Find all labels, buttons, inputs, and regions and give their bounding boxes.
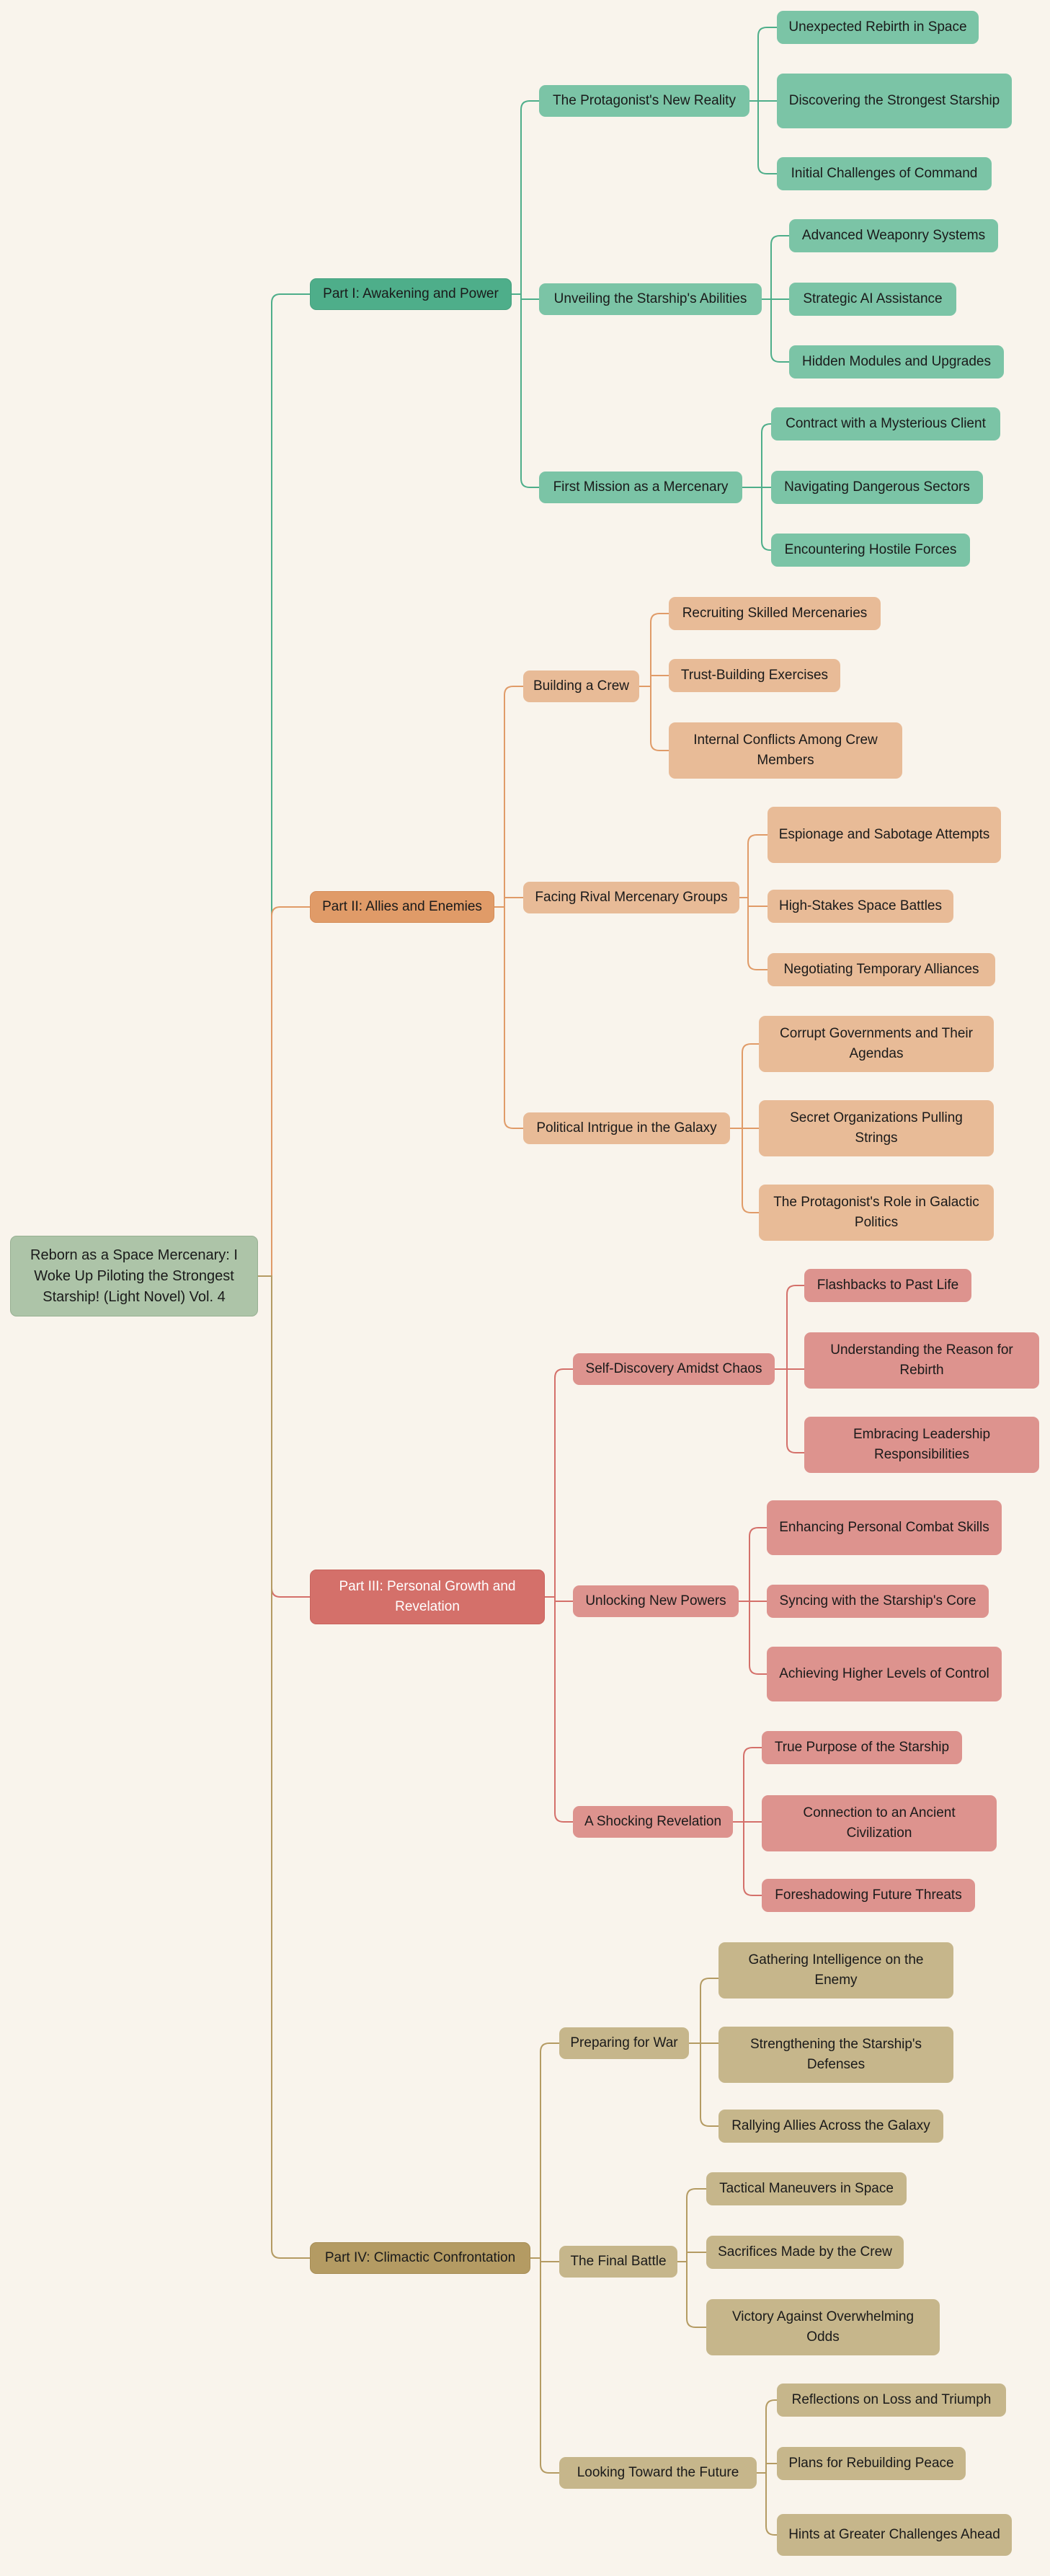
item-node[interactable]: Reflections on Loss and Triumph	[777, 2384, 1006, 2417]
item-node[interactable]: Strategic AI Assistance	[789, 283, 956, 316]
item-node[interactable]: Victory Against Overwhelming Odds	[706, 2299, 940, 2355]
item-node[interactable]: Hints at Greater Challenges Ahead	[777, 2514, 1012, 2556]
item-node[interactable]: Corrupt Governments and Their Agendas	[759, 1016, 994, 1072]
item-node[interactable]: Syncing with the Starship's Core	[767, 1585, 989, 1618]
part-3-node[interactable]: Part III: Personal Growth and Revelation	[310, 1570, 545, 1624]
item-node[interactable]: Foreshadowing Future Threats	[762, 1879, 975, 1912]
item-node[interactable]: Trust-Building Exercises	[669, 659, 840, 692]
chapter-node[interactable]: Looking Toward the Future	[559, 2457, 757, 2489]
item-node[interactable]: Encountering Hostile Forces	[771, 534, 970, 567]
item-node[interactable]: Sacrifices Made by the Crew	[706, 2236, 904, 2269]
item-node[interactable]: Unexpected Rebirth in Space	[777, 11, 979, 44]
chapter-node[interactable]: Preparing for War	[559, 2027, 689, 2059]
item-node[interactable]: Strengthening the Starship's Defenses	[718, 2027, 953, 2083]
chapter-node[interactable]: Facing Rival Mercenary Groups	[523, 882, 739, 913]
item-node[interactable]: True Purpose of the Starship	[762, 1731, 962, 1764]
part-2-node[interactable]: Part II: Allies and Enemies	[310, 891, 494, 923]
item-node[interactable]: Flashbacks to Past Life	[804, 1269, 971, 1302]
part-1-node[interactable]: Part I: Awakening and Power	[310, 278, 512, 310]
chapter-node[interactable]: The Final Battle	[559, 2246, 677, 2278]
chapter-node[interactable]: Self-Discovery Amidst Chaos	[573, 1353, 775, 1385]
item-node[interactable]: Espionage and Sabotage Attempts	[768, 807, 1001, 863]
item-node[interactable]: Understanding the Reason for Rebirth	[804, 1332, 1039, 1389]
chapter-node[interactable]: Unlocking New Powers	[573, 1585, 739, 1617]
item-node[interactable]: The Protagonist's Role in Galactic Polit…	[759, 1185, 994, 1241]
chapter-node[interactable]: The Protagonist's New Reality	[539, 85, 749, 117]
item-node[interactable]: Achieving Higher Levels of Control	[767, 1647, 1002, 1701]
item-node[interactable]: Initial Challenges of Command	[777, 157, 992, 190]
item-node[interactable]: Plans for Rebuilding Peace	[777, 2447, 966, 2480]
part-4-node[interactable]: Part IV: Climactic Confrontation	[310, 2242, 530, 2274]
item-node[interactable]: Hidden Modules and Upgrades	[789, 345, 1004, 379]
root-node[interactable]: Reborn as a Space Mercenary: I Woke Up P…	[10, 1236, 258, 1316]
chapter-node[interactable]: Unveiling the Starship's Abilities	[539, 283, 762, 315]
chapter-node[interactable]: Political Intrigue in the Galaxy	[523, 1112, 730, 1144]
item-node[interactable]: Connection to an Ancient Civilization	[762, 1795, 997, 1851]
item-node[interactable]: Tactical Maneuvers in Space	[706, 2172, 907, 2205]
item-node[interactable]: Contract with a Mysterious Client	[771, 407, 1000, 441]
item-node[interactable]: Secret Organizations Pulling Strings	[759, 1100, 994, 1156]
chapter-node[interactable]: Building a Crew	[523, 670, 639, 702]
item-node[interactable]: Gathering Intelligence on the Enemy	[718, 1942, 953, 1999]
item-node[interactable]: Discovering the Strongest Starship	[777, 74, 1012, 128]
item-node[interactable]: Negotiating Temporary Alliances	[768, 953, 995, 986]
chapter-node[interactable]: A Shocking Revelation	[573, 1806, 733, 1838]
item-node[interactable]: Enhancing Personal Combat Skills	[767, 1500, 1002, 1555]
item-node[interactable]: Advanced Weaponry Systems	[789, 219, 998, 252]
item-node[interactable]: Navigating Dangerous Sectors	[771, 471, 983, 504]
item-node[interactable]: Internal Conflicts Among Crew Members	[669, 722, 902, 779]
item-node[interactable]: Recruiting Skilled Mercenaries	[669, 597, 881, 630]
item-node[interactable]: Rallying Allies Across the Galaxy	[718, 2110, 943, 2143]
chapter-node[interactable]: First Mission as a Mercenary	[539, 472, 742, 503]
item-node[interactable]: Embracing Leadership Responsibilities	[804, 1417, 1039, 1473]
item-node[interactable]: High-Stakes Space Battles	[768, 890, 953, 923]
